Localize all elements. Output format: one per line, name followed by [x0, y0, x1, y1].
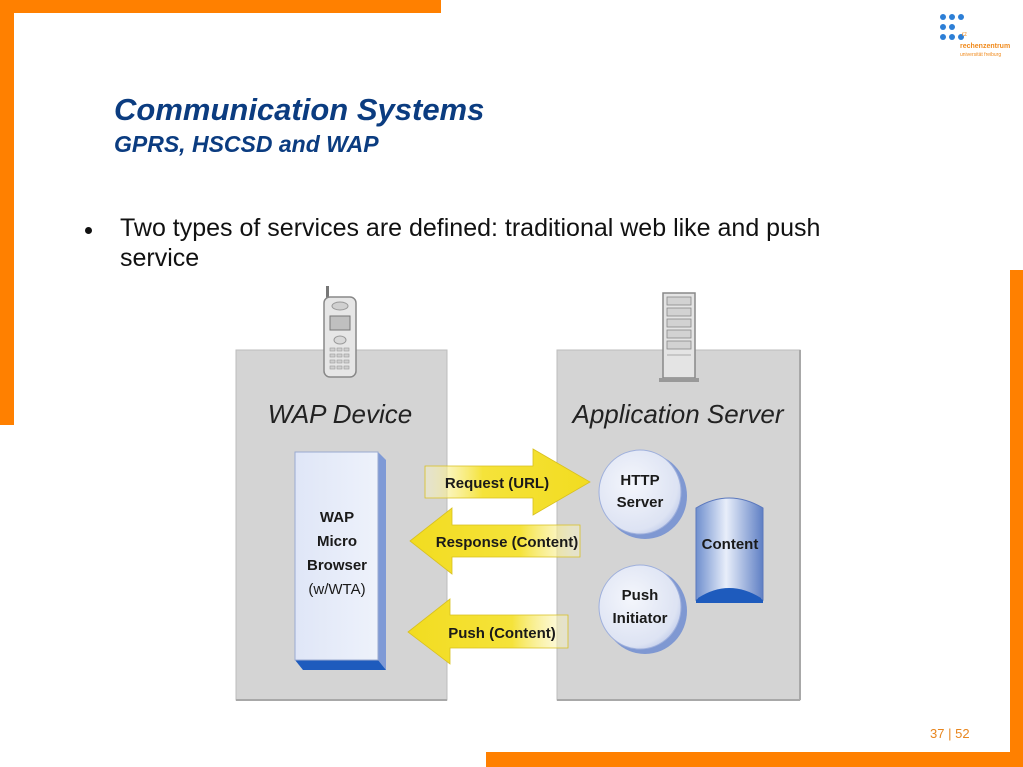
content-label: Content	[702, 536, 759, 553]
bullet-dot-icon	[85, 227, 92, 234]
device-panel-label: WAP Device	[268, 399, 413, 429]
logo-dot	[940, 24, 946, 30]
logo-dot	[958, 34, 964, 40]
page-separator: |	[948, 726, 952, 741]
push-initiator-line-1: Push	[622, 587, 659, 604]
page-number: 37 | 52	[930, 726, 970, 741]
bullet-item: Two types of services are defined: tradi…	[85, 213, 905, 273]
server-panel-label: Application Server	[571, 399, 785, 429]
http-server-line-2: Server	[617, 494, 664, 511]
mobile-phone-icon	[323, 286, 357, 378]
browser-line-4: (w/WTA)	[308, 581, 365, 598]
logo-line2: universität freiburg	[960, 52, 1002, 58]
top-accent-bar	[0, 0, 441, 13]
bullet-text: Two types of services are defined: tradi…	[120, 214, 821, 272]
push-arrow-label: Push (Content)	[448, 625, 555, 642]
browser-line-2: Micro	[317, 533, 357, 550]
logo-line1: rechenzentrum	[960, 43, 1011, 50]
logo-dot	[940, 14, 946, 20]
logo-dot	[949, 14, 955, 20]
logo-dot	[949, 34, 955, 40]
browser-line-1: WAP	[320, 509, 354, 526]
application-server-panel: Application Server	[556, 349, 801, 701]
slide-subtitle: GPRS, HSCSD and WAP	[114, 131, 379, 157]
bottom-accent-bar	[486, 752, 1023, 767]
server-tower-icon	[659, 292, 699, 382]
http-server-line-1: HTTP	[620, 472, 659, 489]
request-arrow-label: Request (URL)	[445, 475, 549, 492]
http-server-component: HTTP Server	[598, 449, 687, 539]
right-accent-bar	[1010, 270, 1023, 767]
wap-micro-browser-component: WAP Micro Browser (w/WTA)	[294, 451, 386, 670]
left-accent-bar	[0, 0, 14, 425]
page-current: 37	[930, 726, 945, 741]
logo-dot	[940, 34, 946, 40]
logo-abbr: rz	[962, 32, 967, 38]
push-initiator-line-2: Initiator	[613, 610, 668, 627]
university-logo: rz rechenzentrum universität freiburg	[940, 14, 1020, 64]
push-arrow: Push (Content)	[407, 598, 569, 665]
content-store-component: Content	[695, 497, 764, 603]
request-arrow: Request (URL)	[424, 448, 591, 516]
page-total: 52	[955, 726, 970, 741]
logo-dot	[958, 14, 964, 20]
response-arrow-label: Response (Content)	[436, 534, 579, 551]
browser-line-3: Browser	[307, 557, 367, 574]
response-arrow: Response (Content)	[409, 507, 581, 575]
logo-dot	[949, 24, 955, 30]
slide-title: Communication Systems	[114, 92, 485, 127]
push-initiator-component: Push Initiator	[598, 564, 687, 654]
